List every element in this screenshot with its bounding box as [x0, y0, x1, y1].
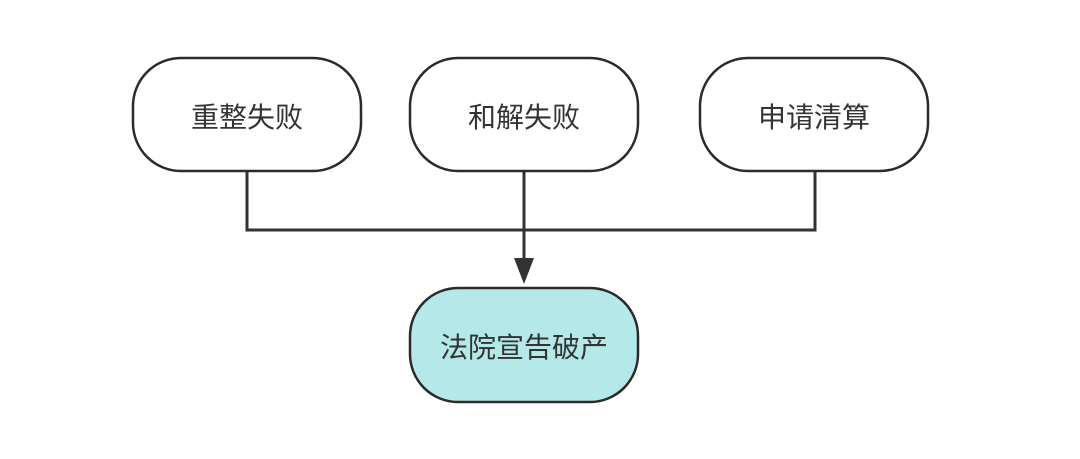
node-shape: [698, 56, 930, 173]
node-shape: [131, 56, 363, 173]
node-label: 法院宣告破产: [440, 331, 608, 364]
source-node-liquidation-application: 申请清算: [698, 56, 930, 173]
node-shape: [408, 286, 640, 404]
source-node-settlement-failed: 和解失败: [408, 56, 640, 173]
connector-left: [245, 172, 817, 232]
node-label: 和解失败: [468, 101, 580, 134]
arrowhead-icon: [514, 258, 534, 284]
connectors: [245, 172, 817, 284]
target-node-bankruptcy-declared: 法院宣告破产: [408, 286, 640, 404]
node-shape: [408, 56, 640, 173]
node-label: 申请清算: [758, 101, 870, 134]
node-label: 重整失败: [191, 101, 303, 134]
source-node-reorganization-failed: 重整失败: [131, 56, 363, 173]
